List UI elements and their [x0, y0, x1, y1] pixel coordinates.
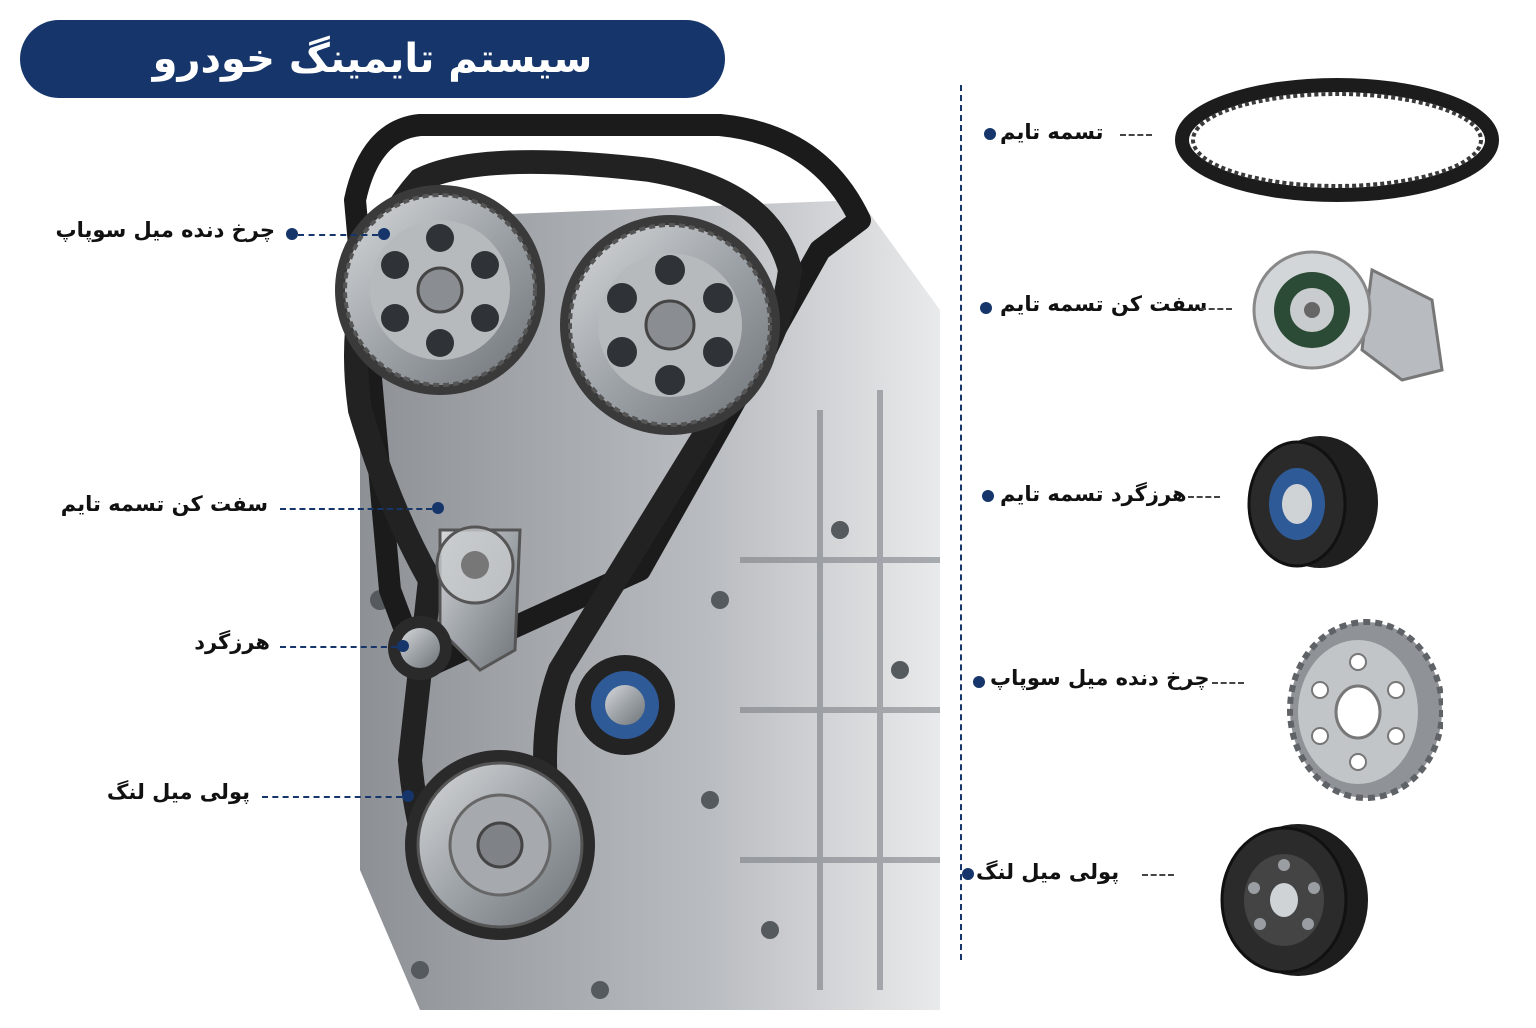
callout-leader [280, 646, 397, 648]
timing-cover [344, 114, 871, 681]
belt-tensioner-icon [1252, 250, 1444, 382]
divider-line [960, 85, 962, 960]
idler-left-part [388, 616, 452, 680]
idler-pulley-icon [1247, 436, 1378, 568]
crankshaft-pulley-icon [1220, 824, 1368, 976]
callout-leader [298, 234, 378, 236]
callout-dot [286, 228, 298, 240]
part-bullet [980, 302, 992, 314]
crank-pulley-part [405, 750, 595, 940]
title-banner: سیستم تایمینگ خودرو [20, 20, 725, 98]
callout-end-dot [378, 228, 390, 240]
callout-label-tensioner: سفت کن تسمه تایم [60, 492, 268, 516]
callout-label-idler: هرزگرد [194, 630, 270, 654]
callout-leader [262, 796, 402, 798]
part-dash [1142, 874, 1174, 876]
camshaft-gear-1 [335, 185, 545, 395]
part-dash [1200, 308, 1232, 310]
part-dash [1120, 134, 1152, 136]
callout-leader [280, 508, 432, 510]
part-bullet [984, 128, 996, 140]
part-label-idler: هرزگرد تسمه تایم [1000, 482, 1187, 506]
callout-end-dot [402, 790, 414, 802]
part-label-camshaft-gear: چرخ دنده میل سوپاپ [990, 666, 1210, 690]
callout-label-crank-pulley: پولی میل لنگ [106, 780, 250, 804]
part-dash [1212, 682, 1244, 684]
engine-drawing [335, 114, 940, 1010]
camshaft-gear-icon [1287, 619, 1443, 801]
callout-end-dot [432, 502, 444, 514]
tensioner-part [435, 525, 522, 672]
part-label-tensioner: سفت کن تسمه تایم [1000, 292, 1208, 316]
part-label-crank-pulley: پولی میل لنگ [976, 860, 1120, 884]
callout-end-dot [397, 640, 409, 652]
timing-belt-icon [1175, 78, 1499, 202]
part-bullet [962, 868, 974, 880]
part-bullet [982, 490, 994, 502]
idler-pulley-part [575, 655, 675, 755]
camshaft-gear-2 [560, 215, 780, 435]
part-dash [1188, 496, 1220, 498]
engine-illustration [300, 110, 960, 1024]
page-title: سیستم تایمینگ خودرو [152, 36, 593, 82]
part-label-timing-belt: تسمه تایم [1000, 120, 1104, 144]
part-bullet [973, 676, 985, 688]
callout-label-camshaft-gear: چرخ دنده میل سوپاپ [55, 218, 275, 242]
